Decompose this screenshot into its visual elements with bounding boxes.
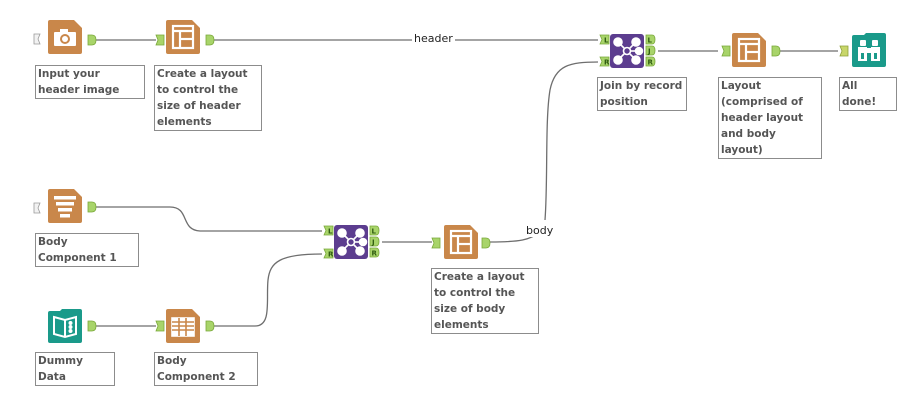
- output-anchor[interactable]: [87, 201, 97, 213]
- output-anchor[interactable]: [481, 237, 491, 249]
- svg-text:R: R: [604, 59, 610, 67]
- annotation-body-component-2: Body Component 2: [154, 352, 258, 386]
- output-anchor[interactable]: [87, 320, 97, 332]
- tool-join-body[interactable]: L R L J R: [323, 225, 380, 259]
- input-anchor-right[interactable]: R: [599, 56, 610, 67]
- input-anchor[interactable]: [839, 45, 849, 57]
- svg-text:J: J: [371, 239, 375, 247]
- output-anchor-left[interactable]: L: [645, 34, 656, 45]
- input-anchor[interactable]: [33, 33, 41, 45]
- layout-icon: [737, 37, 761, 63]
- tool-body-component-1[interactable]: [33, 189, 97, 223]
- text-lines-icon: [54, 196, 76, 218]
- annotation-input-header-image: Input your header image: [35, 65, 145, 99]
- tool-layout-header[interactable]: [155, 20, 215, 54]
- svg-text:L: L: [604, 37, 609, 45]
- output-anchor-join[interactable]: J: [645, 45, 656, 56]
- connection-body1-to-join-body[interactable]: [96, 206, 322, 232]
- output-anchor[interactable]: [771, 45, 781, 57]
- output-anchor-right[interactable]: R: [645, 56, 656, 67]
- annotation-layout-final: Layout (comprised of header layout and b…: [718, 77, 822, 159]
- table-icon: [171, 317, 195, 337]
- output-anchor-join[interactable]: J: [369, 236, 380, 247]
- layout-icon: [171, 24, 195, 50]
- tool-join-top[interactable]: L R L J R: [599, 34, 656, 68]
- annotation-browse: All done!: [839, 77, 897, 111]
- connection-body2-to-join-body[interactable]: [210, 253, 323, 327]
- tool-input-header-image[interactable]: [33, 20, 97, 54]
- svg-text:R: R: [648, 59, 654, 67]
- output-anchor[interactable]: [205, 34, 215, 46]
- join-icon: [613, 37, 644, 65]
- input-anchor[interactable]: [33, 202, 41, 214]
- svg-text:J: J: [647, 48, 651, 56]
- output-anchor-left[interactable]: L: [369, 225, 380, 236]
- tool-body-component-2[interactable]: [155, 309, 215, 343]
- output-anchor[interactable]: [205, 320, 215, 332]
- input-anchor-right[interactable]: R: [323, 248, 334, 259]
- annotation-layout-header: Create a layout to control the size of h…: [154, 65, 262, 131]
- input-anchor-left[interactable]: L: [323, 225, 334, 236]
- svg-text:R: R: [372, 250, 378, 258]
- tool-layout-final[interactable]: [721, 33, 781, 67]
- input-anchor[interactable]: [431, 237, 441, 249]
- annotation-body-component-1: Body Component 1: [35, 233, 139, 267]
- tool-layout-body[interactable]: [431, 225, 491, 259]
- svg-text:L: L: [372, 228, 377, 236]
- annotation-join-top: Join by record position: [597, 77, 687, 111]
- output-anchor-right[interactable]: R: [369, 247, 380, 258]
- svg-text:L: L: [328, 228, 333, 236]
- camera-icon: [54, 29, 76, 46]
- binoculars-icon: [858, 40, 880, 61]
- layout-icon: [449, 229, 473, 255]
- annotation-dummy-data: Dummy Data: [35, 352, 115, 386]
- book-icon: [53, 315, 77, 339]
- input-anchor[interactable]: [155, 320, 165, 332]
- output-anchor[interactable]: [87, 34, 97, 46]
- input-anchor[interactable]: [155, 34, 165, 46]
- tool-browse[interactable]: [839, 33, 886, 67]
- join-icon: [337, 228, 368, 256]
- tool-dummy-data[interactable]: [48, 309, 97, 343]
- connection-label-header: header: [412, 32, 455, 45]
- connections: [96, 39, 838, 327]
- connection-layout-body-to-join-top[interactable]: [489, 61, 599, 243]
- svg-text:R: R: [328, 251, 334, 259]
- annotation-layout-body: Create a layout to control the size of b…: [431, 268, 539, 334]
- connection-label-body: body: [524, 224, 556, 237]
- input-anchor[interactable]: [721, 45, 731, 57]
- svg-text:L: L: [648, 37, 653, 45]
- input-anchor-left[interactable]: L: [599, 34, 610, 45]
